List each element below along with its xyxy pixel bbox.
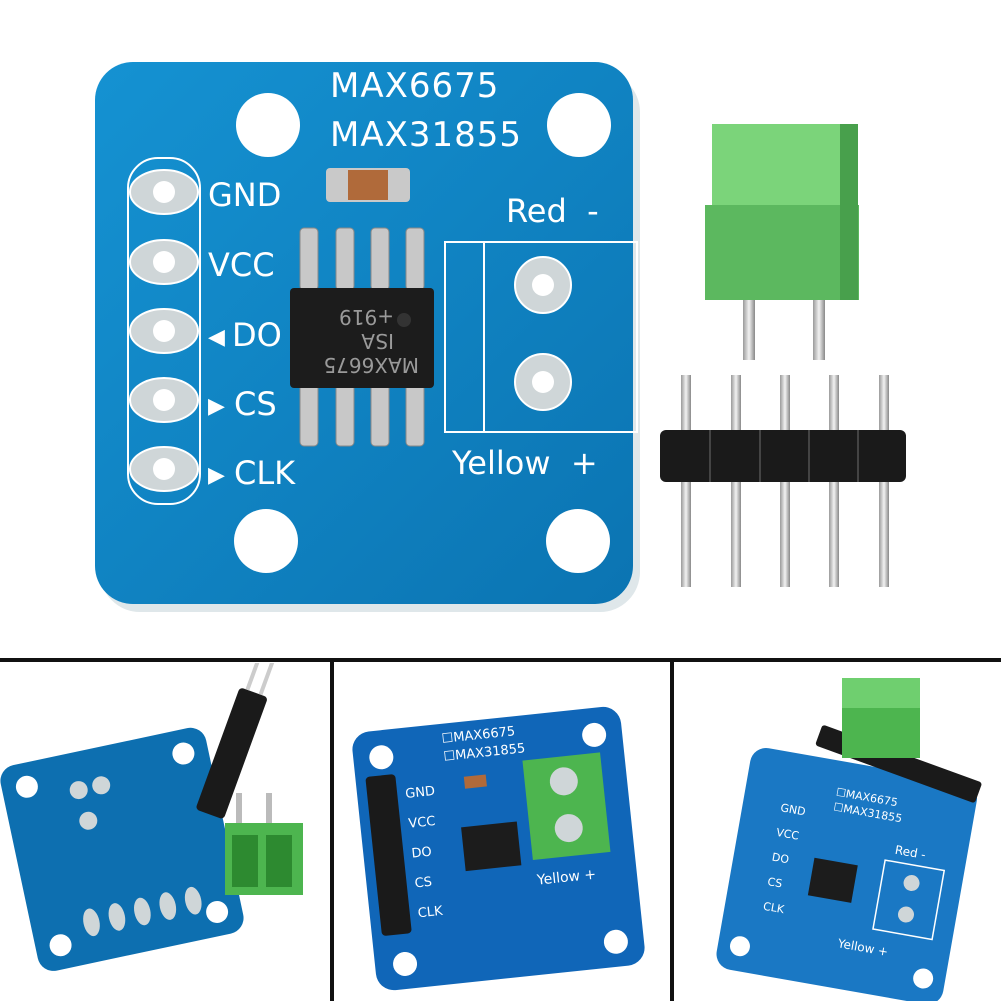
terminal-footprint: [444, 241, 638, 433]
pin-label-cs: CS: [234, 385, 277, 423]
ic-marking-line3: +919: [339, 305, 394, 329]
ic-legs: [299, 227, 425, 447]
panel3-terminal-label-red: Red -: [894, 843, 927, 862]
pin-pads: [127, 157, 201, 505]
thumbnail-board-angled: ☐MAX6675 ☐MAX31855 GND VCC DO CS CLK Red…: [674, 663, 1001, 1001]
panel2-pin-do: DO: [411, 845, 433, 862]
mounting-hole: [546, 509, 610, 573]
pin-label-do: DO: [232, 316, 282, 354]
vertical-divider-2: [670, 660, 674, 1001]
vertical-divider-1: [330, 660, 334, 1001]
panel3-pin-vcc: VCC: [775, 826, 800, 843]
terminal-label-yellow: Yellow +: [451, 444, 598, 482]
pin-label-vcc: VCC: [208, 246, 275, 284]
panel2-pin-vcc: VCC: [408, 814, 436, 832]
panel3-pin-clk: CLK: [762, 900, 786, 917]
thumbnail-board-front-assembled: ☐MAX6675 ☐MAX31855 GND VCC DO CS CLK Yel…: [334, 663, 670, 1001]
ic-marking-line2: ISA: [361, 329, 394, 353]
chip-label-max31855: MAX31855: [330, 115, 522, 155]
mounting-hole: [234, 509, 298, 573]
panel2-pin-cs: CS: [414, 875, 433, 892]
ic-marking-line1: MAX6675: [323, 353, 419, 377]
pin-marker-do: ◀: [208, 325, 225, 350]
pin-marker-cs: ▶: [208, 394, 225, 419]
panel3-pin-cs: CS: [766, 875, 783, 890]
main-product-photo: MAX6675 MAX31855 GND VCC: [95, 62, 906, 612]
pin-header-strip: [660, 375, 906, 587]
screw-terminal-block: [705, 124, 859, 360]
pcb-board: MAX6675 MAX31855 GND VCC: [95, 62, 640, 612]
terminal-label-red: Red -: [506, 192, 599, 230]
smd-capacitor: [326, 168, 410, 202]
panel2-terminal-label: Yellow +: [535, 867, 597, 889]
mounting-hole: [236, 93, 300, 157]
ic-chip-max6675: MAX6675 ISA +919: [290, 288, 434, 388]
panel3-pin-gnd: GND: [780, 801, 807, 818]
panel2-pin-gnd: GND: [405, 784, 436, 802]
chip-label-max6675: MAX6675: [330, 66, 499, 106]
pin-label-gnd: GND: [208, 176, 281, 214]
pin-label-clk: CLK: [234, 454, 296, 492]
mounting-hole: [547, 93, 611, 157]
horizontal-divider: [0, 658, 1001, 662]
panel3-pin-do: DO: [771, 850, 790, 866]
thumbnail-board-back: [0, 663, 330, 1001]
panel2-pin-clk: CLK: [417, 904, 444, 922]
pin-marker-clk: ▶: [208, 463, 225, 488]
